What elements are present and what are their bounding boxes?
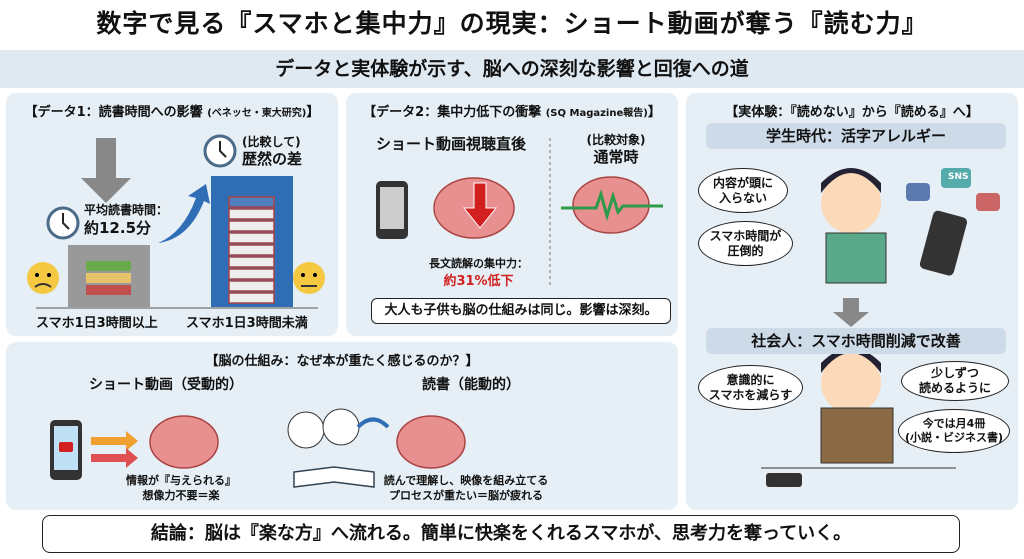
note-box: 大人も子供も脳の仕組みは同じ。影響は深刻。 <box>371 298 671 324</box>
data2-heading: 【データ2：集中力低下の衝撃 (SQ Magazine報告)】 <box>363 105 661 120</box>
right-desc-1: 読んで理解し、映像を組み立てる <box>383 474 549 487</box>
student-face-icon <box>821 173 881 233</box>
video-icon <box>976 193 1000 211</box>
bar-left-label: スマホ1日3時間以上 <box>36 316 158 331</box>
conclusion-box: 結論：脳は『楽な方』へ流れる。簡単に快楽をくれるスマホが、思考力を奪っていく。 <box>42 515 960 553</box>
bubble-content: 内容が頭に 入らない <box>698 168 788 213</box>
experience-panel: 【実体験：『読めない』から『読める』へ】 学生時代：活字アレルギー SNS 内容… <box>686 93 1018 510</box>
data1-panel: 【データ1：読書時間への影響 (ベネッセ・東大研究)】 平均読書時間： 約12.… <box>6 93 338 336</box>
brain-heading: 【脳の仕組み：なぜ本が重たく感じるのか？】 <box>205 354 479 369</box>
brown-book-icon <box>820 407 894 464</box>
brain-icon <box>149 415 219 469</box>
adult-band: 社会人：スマホ時間削減で改善 <box>706 328 1006 354</box>
bubble-four-books: 今では月4冊 (小説・ビジネス書) <box>898 409 1010 453</box>
right-sub: (比較対象) <box>586 133 646 147</box>
glowing-phone-icon <box>919 210 968 276</box>
bubble-phone-time: スマホ時間が 圧倒的 <box>698 221 793 266</box>
down-arrow-red-icon <box>462 182 498 229</box>
up-arrow-icon <box>158 184 210 243</box>
open-book-icon <box>293 466 375 488</box>
left-title: ショート動画（受動的） <box>89 377 243 393</box>
student-band: 学生時代：活字アレルギー <box>706 123 1006 149</box>
experience-illustration <box>761 168 1000 487</box>
data1-illustration <box>27 134 325 309</box>
subtitle: データと実体験が示す、脳への深刻な影響と回復への道 <box>0 50 1024 88</box>
brain-panel: 【脳の仕組み：なぜ本が重たく感じるのか？】 ショート動画（受動的） 読書（能動的… <box>6 342 678 510</box>
bubble-gradually: 少しずつ 読めるように <box>901 361 1009 401</box>
left-desc-2: 想像力不要＝楽 <box>142 489 220 502</box>
bubble-reduce: 意識的に スマホを減らす <box>698 365 803 410</box>
experience-heading: 【実体験：『読めない』から『読める』へ】 <box>725 105 979 120</box>
phone-on-desk-icon <box>766 473 802 487</box>
left-desc-1: 情報が『与えられる』 <box>126 474 236 487</box>
sns-icon <box>941 168 971 188</box>
book-stack-tall-icon <box>228 196 275 304</box>
green-book-icon <box>825 232 887 284</box>
thought-castle-icon <box>287 411 325 449</box>
data2-panel: 【データ2：集中力低下の衝撃 (SQ Magazine報告)】 ショート動画視聴… <box>346 93 678 336</box>
avg-reading-value: 約12.5分 <box>84 219 152 237</box>
sad-face-icon <box>27 262 59 294</box>
right-title: 読書（能動的） <box>422 377 520 393</box>
pulse-line-icon <box>561 189 663 222</box>
right-title: 通常時 <box>593 148 639 166</box>
neutral-face-icon <box>293 262 325 294</box>
page-title: 数字で見る『スマホと集中力』の現実：ショート動画が奪う『読む力』 <box>96 9 928 38</box>
data1-heading: 【データ1：読書時間への影響 (ベネッセ・東大研究)】 <box>24 105 320 120</box>
bar-right-label: スマホ1日3時間未満 <box>186 316 308 331</box>
data2-illustration <box>376 138 663 288</box>
metric-value: 約31%低下 <box>443 274 514 289</box>
curved-arrow-icon <box>356 417 390 429</box>
compare-value: 歴然の差 <box>242 150 303 168</box>
brain-icon <box>396 415 466 469</box>
arrow-icon <box>91 448 138 468</box>
avg-reading-label: 平均読書時間： <box>84 203 169 217</box>
brain-illustration <box>50 408 466 488</box>
left-title: ショート動画視聴直後 <box>375 135 526 153</box>
metric-label: 長文読解の集中力： <box>429 257 528 270</box>
arrow-icon <box>91 431 138 451</box>
adult-face-icon <box>821 353 881 413</box>
compare-label: (比較して) <box>242 135 301 149</box>
sns-label: SNS <box>948 172 969 182</box>
book-stack-small-icon <box>86 261 131 295</box>
down-arrow-icon <box>81 138 131 203</box>
thought-characters-icon <box>322 408 360 446</box>
heart-icon <box>906 183 930 201</box>
right-desc-2: プロセスが重たい＝脳が疲れる <box>389 489 543 502</box>
down-arrow-icon <box>833 298 869 327</box>
